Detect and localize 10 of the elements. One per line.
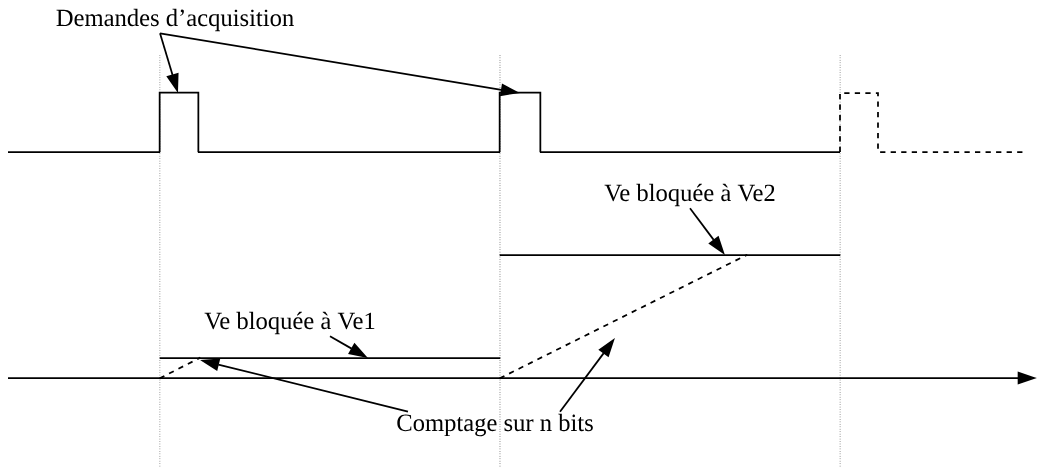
ramp-line [158,356,202,380]
pulse-waveform [158,91,200,154]
pulse-waveform [498,91,542,154]
level-line [498,254,842,256]
annotation-text: Comptage sur n bits [397,413,593,437]
ramp-line [498,253,749,380]
annotation-text: Ve bloquée à Ve1 [204,311,375,335]
level-line [158,357,502,359]
annotation-text: Demandes d’acquisition [56,8,294,32]
annotation-text: Ve bloquée à Ve2 [604,183,775,207]
